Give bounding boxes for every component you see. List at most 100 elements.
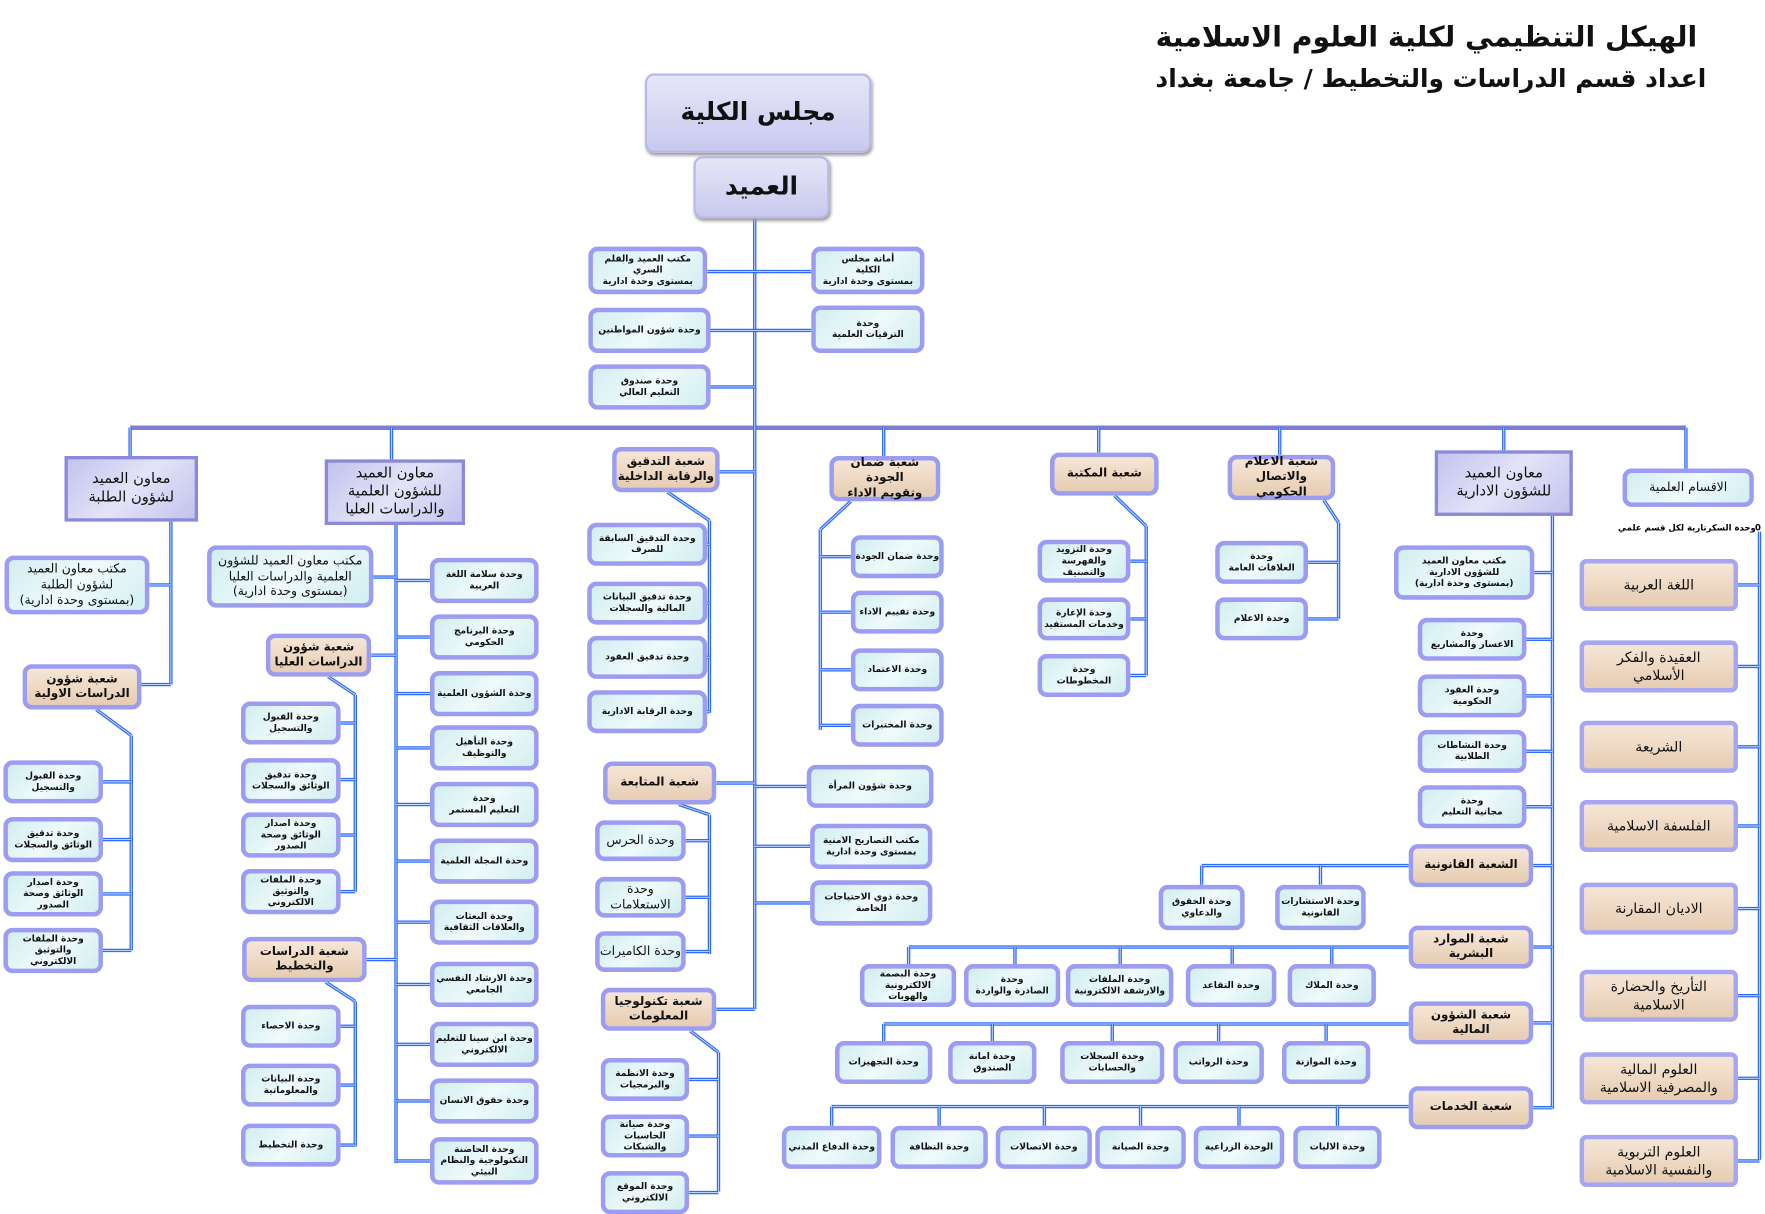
org-node-sci-ibnsina: وحدة ابن سينا للتعليم الالكتروني — [429, 1021, 539, 1068]
org-node-sci-continuing: وحدة التعليم المستمر — [429, 781, 539, 828]
org-node-dean: العميد — [693, 156, 830, 219]
org-node-vp-scientific: معاون العميد للشؤون العلمية والدراسات ال… — [324, 459, 466, 526]
org-node-hr-biometric: وحدة البصمة الالكترونية والهويات — [859, 964, 957, 1008]
connector-line-highlight — [95, 709, 132, 736]
connector-line-highlight — [1323, 499, 1339, 523]
org-node-lg-rights: وحدة الحقوق والدعاوي — [1158, 884, 1245, 931]
org-node-au-prepay: وحدة التدقيق السابقة للصرف — [587, 522, 708, 566]
org-node-br-audit: شعبة التدقيق والرقابة الداخلية — [612, 446, 720, 493]
org-node-council: مجلس الكلية — [644, 73, 872, 153]
org-node-br-quality: شعبة ضمان الجودة وتقويم الاداء — [829, 455, 941, 502]
org-node-q-labs: وحدة المختبرات — [850, 703, 944, 747]
org-node-hr-staff: وحدة الملاك — [1287, 964, 1376, 1008]
org-node-pg-files: وحدة الملفات والتوثيق الالكتروني — [241, 868, 341, 915]
org-node-hr-retire: وحدة التقاعد — [1185, 964, 1277, 1008]
org-node-q-evaluation: وحدة تقييم الاداء — [850, 590, 944, 634]
org-node-ug-verify: وحدة تدقيق الوثائق والسجلات — [3, 816, 103, 863]
org-node-it-maintenance: وحدة صيانة الحاسبات والشبكات — [600, 1114, 690, 1158]
org-node-dp-arabic: اللغة العربية — [1579, 558, 1738, 612]
org-node-dp-sharia: الشريعة — [1579, 720, 1738, 773]
org-node-ad-free: وحدة مجانية التعليم — [1417, 785, 1527, 829]
org-node-ad-contracts: وحدة العقود الحكومية — [1417, 674, 1527, 718]
org-node-sv-civildef: وحدة الدفاع المدني — [781, 1125, 882, 1169]
org-node-sv-agri: الوحدة الزراعية — [1193, 1125, 1285, 1169]
org-node-vp-admin: معاون العميد للشؤون الادارية — [1434, 450, 1573, 516]
org-node-it-website: وحدة الموقع الالكتروني — [600, 1171, 690, 1214]
org-node-dp-philosophy: الفلسفة الاسلامية — [1579, 799, 1738, 853]
org-node-special-needs: وحدة ذوي الاحتياجات الخاصة — [810, 880, 933, 926]
org-node-sv-comm: وحدة الاتصالات — [995, 1125, 1092, 1169]
org-node-q-assurance: وحدة ضمان الجودة — [850, 535, 944, 579]
org-node-pl-data: وحدة البيانات والمعلوماتية — [241, 1063, 341, 1107]
org-node-it-systems: وحدة الانظمة والبرمجيات — [600, 1057, 690, 1101]
org-node-sci-humanrights: وحدة حقوق الانسان — [429, 1078, 539, 1124]
org-node-sci-govprog: وحدة البرنامج الحكومي — [429, 614, 539, 660]
org-node-md-relations: وحدة العلاقات العامة — [1215, 540, 1309, 584]
org-node-vp-students: معاون العميد لشؤون الطلبة — [64, 455, 199, 522]
org-node-sv-vehicles: وحدة الاليات — [1293, 1125, 1382, 1169]
org-node-students-office: مكتب معاون العميد لشؤون الطلبة (بمستوى و… — [4, 555, 150, 615]
org-node-sci-journal: وحدة المجلة العلمية — [429, 838, 539, 884]
connector-line-highlight — [327, 676, 356, 696]
org-node-fn-records: وحدة السجلات والحسابات — [1060, 1040, 1165, 1084]
org-node-sci-missions: وحدة البعثات والعلاقات الثقافية — [429, 899, 539, 945]
org-node-security-office: مكتب التصاريح الامنية بمستوى وحدة ادارية — [810, 823, 933, 869]
org-node-lib-manuscripts: وحدة المخطوطات — [1037, 654, 1131, 698]
org-node-q-accreditation: وحدة الاعتماد — [850, 648, 944, 692]
org-node-dp-education: العلوم التربوية والنفسية الاسلامية — [1579, 1134, 1738, 1187]
org-node-sci-affairs: وحدة الشؤون العلمية — [429, 670, 539, 717]
org-node-br-postgrad: شعبة شؤون الدراسات العليا — [265, 633, 372, 677]
org-node-br-followup: شعبة المتابعة — [603, 761, 717, 805]
org-node-md-media: وحدة الاعلام — [1215, 597, 1309, 641]
org-node-br-media: شعبة الاعلام والاتصال الحكومي — [1227, 454, 1336, 501]
org-node-ug-admission: وحدة القبول والتسجيل — [3, 760, 103, 804]
org-node-sci-counseling: وحدة الارشاد النفسي الجامعي — [429, 961, 539, 1008]
org-node-fn-treasury: وحدة امانة الصندوق — [948, 1040, 1037, 1084]
org-node-fu-guard: وحدة الحرس — [595, 820, 686, 862]
connector-line-highlight — [667, 491, 710, 521]
org-node-br-legal: الشعبة القانونية — [1408, 844, 1534, 888]
org-node-admin-office: مكتب معاون العميد للشؤون الادارية (بمستو… — [1394, 545, 1535, 600]
departments-note: وحدة السكرتارية لكل قسم علمي — [1618, 522, 1756, 533]
org-node-fn-budget: وحدة الموازنة — [1281, 1040, 1371, 1084]
org-node-ug-files: وحدة الملفات والتوثيق الالكتروني — [3, 927, 103, 974]
org-node-dp-religions: الاديان المقارنة — [1579, 882, 1738, 935]
chart-subtitle: اعداد قسم الدراسات والتخطيط / جامعة بغدا… — [1155, 65, 1707, 94]
org-node-council-secretariat: أمانة مجلس الكلية بمستوى وحدة ادارية — [811, 246, 925, 295]
org-node-br-hr: شعبة الموارد البشرية — [1408, 925, 1534, 969]
org-node-ad-insolvency: وحدة الاعسار والمشاريع — [1417, 617, 1527, 661]
org-node-fund-unit: وحدة صندوق التعليم العالي — [588, 364, 711, 410]
org-node-sci-qualification: وحدة التأهيل والتوظيف — [429, 725, 539, 771]
org-node-sv-cleaning: وحدة النظافة — [890, 1125, 988, 1169]
org-node-pg-verify: وحدة تدقيق الوثائق والسجلات — [241, 758, 341, 804]
org-node-br-it: شعبة تكنولوجيا المعلومات — [600, 987, 717, 1031]
org-node-pg-issue: وحدة اصدار الوثائق وصحة الصدور — [241, 812, 341, 858]
org-node-hr-mail: وحدة الصادرة والواردة — [964, 964, 1061, 1008]
org-node-ug-issue: وحدة اصدار الوثائق وصحة الصدور — [3, 871, 103, 917]
org-node-br-services: شعبة الخدمات — [1408, 1086, 1534, 1130]
org-node-hr-files: وحدة الملفات والارشفة الالكترونية — [1065, 964, 1174, 1008]
org-node-au-financial: وحدة تدقيق البيانات المالية والسجلات — [587, 581, 708, 625]
org-node-citizens-unit: وحدة شؤون المواطنين — [588, 307, 711, 354]
org-node-fu-info: وحدة الاستعلامات — [595, 876, 686, 918]
org-node-dp-creed: العقيدة والفكر الأسلامي — [1579, 640, 1738, 693]
org-node-fn-equipment: وحدة التجهيزات — [835, 1040, 933, 1084]
org-node-dean-office: مكتب العميد والقلم السري بمستوى وحدة ادا… — [588, 246, 708, 295]
connector-line-highlight — [678, 804, 710, 816]
departments-note-mark: 0 — [1754, 522, 1761, 533]
org-node-fu-cameras: وحدة الكاميرات — [595, 931, 686, 972]
org-node-au-contracts: وحدة تدقيق العقود — [587, 635, 708, 679]
org-node-sci-incubator: وحدة الحاضنة التكنولوجية والنظام البيئي — [429, 1137, 539, 1185]
org-node-pl-stats: وحدة الاحصاء — [241, 1004, 341, 1048]
org-node-br-library: شعبة المكتبة — [1050, 452, 1159, 496]
connector-line-highlight — [820, 500, 852, 530]
connector-line-highlight — [325, 981, 356, 1002]
org-node-au-admin: وحدة الرقابة الادارية — [587, 690, 708, 734]
org-node-sv-maintenance: وحدة الصيانة — [1095, 1125, 1186, 1169]
org-node-lib-acq: وحدة التزويد والفهرسة والتصنيف — [1037, 539, 1131, 583]
org-node-lib-loan: وحدة الإعارة وخدمات المستفيد — [1037, 597, 1131, 641]
org-node-fn-salaries: وحدة الرواتب — [1173, 1040, 1264, 1084]
org-node-br-planning: شعبة الدراسات والتخطيط — [242, 936, 367, 983]
